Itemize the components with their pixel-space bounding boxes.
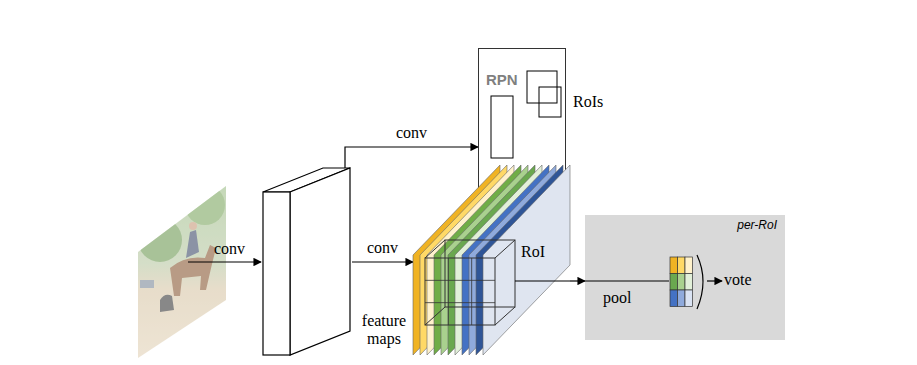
pooled-cell — [678, 274, 686, 291]
block-front — [263, 192, 290, 355]
roi-cube — [425, 240, 515, 325]
per-roi-panel-shape — [585, 215, 785, 340]
roi-grid-line — [425, 302, 495, 303]
connector-arrow — [570, 280, 585, 281]
roi-grid-line — [471, 258, 472, 325]
rider-head — [189, 222, 197, 230]
roi-box — [539, 87, 561, 117]
roi-cube-edge — [495, 240, 515, 258]
pooled-score-grid — [670, 257, 693, 307]
node-text: per-RoI — [737, 219, 777, 233]
pooled-cell — [670, 257, 678, 274]
edge-label: pool — [603, 289, 631, 307]
per-roi-panel: per-RoI — [585, 215, 785, 340]
vote-arrow — [707, 280, 722, 281]
node-text: feature maps — [355, 312, 413, 349]
connector-arrow — [352, 261, 413, 262]
feature-map-block: feature maps — [263, 168, 352, 355]
bracket — [697, 255, 703, 309]
score-map-stack-shape — [413, 165, 570, 355]
score-map-stack: RoI — [413, 165, 570, 355]
pooled-cell — [670, 290, 678, 307]
conv-label: conv — [214, 240, 245, 258]
node-subtext: RoIs — [573, 93, 603, 111]
feature-map-block-outline — [263, 168, 350, 355]
input-photo — [138, 185, 226, 358]
node-text: RoI — [521, 243, 545, 261]
roi-back — [445, 240, 515, 307]
pooled-cell — [678, 290, 686, 307]
edge-label: conv — [367, 239, 398, 257]
roi-cube-edge — [495, 307, 515, 325]
roi-grid-line — [425, 280, 495, 281]
pooled-cell — [670, 274, 678, 291]
photo-ground — [138, 186, 226, 358]
tree — [185, 185, 225, 225]
connector-arrow — [345, 147, 478, 169]
car — [140, 280, 154, 288]
node-text: RPN — [486, 71, 518, 88]
conv-arrow — [188, 261, 261, 262]
roi-box — [491, 96, 513, 158]
roi-cube-edge — [425, 307, 445, 325]
pooled-cell — [678, 257, 686, 274]
vote-label: vote — [724, 271, 752, 289]
pool-lead — [585, 280, 669, 281]
block-side — [290, 168, 350, 355]
pooled-cell — [685, 290, 693, 307]
edge-label: conv — [396, 124, 427, 142]
score-map-slab — [483, 165, 570, 355]
dog — [160, 295, 174, 312]
tree — [138, 218, 182, 262]
roi-cube-edge — [425, 240, 445, 258]
pooled-cell — [685, 257, 693, 274]
pool-lead — [515, 280, 570, 281]
roi-front — [425, 258, 495, 325]
score-map-slabs — [413, 165, 570, 355]
roi-grid-line — [448, 258, 449, 325]
pooled-cell — [685, 274, 693, 291]
feature-map-block-shape — [263, 168, 352, 355]
rider — [186, 230, 199, 258]
